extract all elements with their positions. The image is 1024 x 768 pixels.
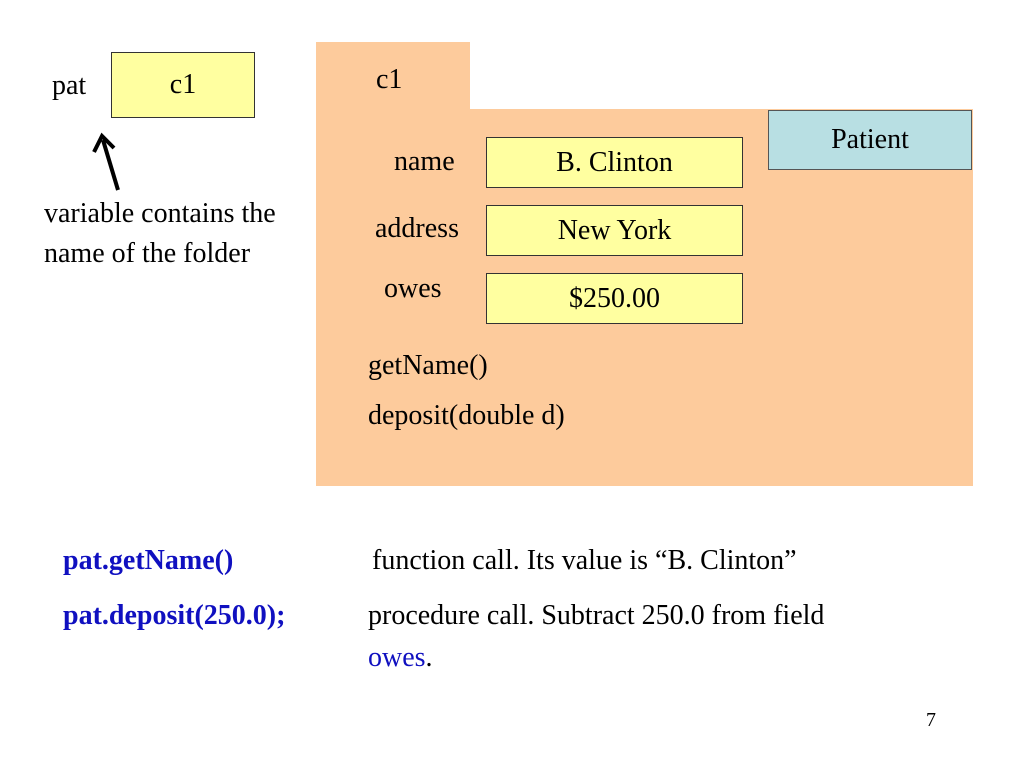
field-label-owes: owes xyxy=(384,273,442,304)
field-value-text: B. Clinton xyxy=(556,146,673,178)
example-description-getname: function call. Its value is “B. Clinton” xyxy=(372,545,797,576)
example-description-deposit: procedure call. Subtract 250.0 from fiel… xyxy=(368,600,825,631)
arrow-up-icon xyxy=(92,132,120,191)
class-name: Patient xyxy=(831,124,909,155)
method-deposit: deposit(double d) xyxy=(368,400,565,431)
annotation-text: variable contains the name of the folder xyxy=(44,198,276,269)
field-label-name: name xyxy=(394,146,455,177)
example-code-deposit: pat.deposit(250.0); xyxy=(63,600,286,631)
field-value-address: New York xyxy=(486,205,743,256)
field-label-address: address xyxy=(375,213,459,244)
page-number: 7 xyxy=(926,709,936,731)
field-reference-owes: owes xyxy=(368,642,426,673)
sentence-end: . xyxy=(425,642,433,673)
variable-value: c1 xyxy=(169,69,197,100)
method-getname: getName() xyxy=(368,350,488,381)
example-description-deposit-continued: owes. xyxy=(368,642,433,674)
class-name-box: Patient xyxy=(768,110,972,170)
folder-tab xyxy=(316,42,470,114)
variable-name: pat xyxy=(52,70,87,101)
variable-value-box: c1 xyxy=(111,52,255,118)
example-code-getname: pat.getName() xyxy=(63,545,234,576)
field-value-text: $250.00 xyxy=(569,282,660,314)
folder-name: c1 xyxy=(376,64,403,95)
field-value-owes: $250.00 xyxy=(486,273,743,324)
field-value-text: New York xyxy=(557,214,672,246)
field-value-name: B. Clinton xyxy=(486,137,743,188)
